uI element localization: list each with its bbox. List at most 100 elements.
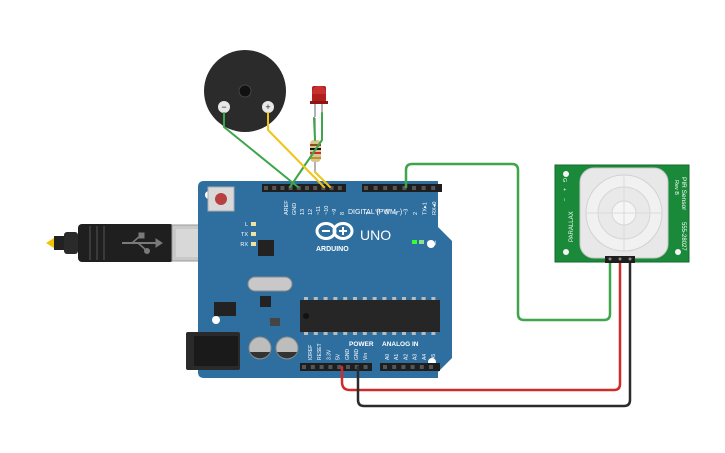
pin-label: ~11 bbox=[316, 206, 322, 215]
pir-part: 555-28027 bbox=[680, 222, 686, 251]
header-socket[interactable] bbox=[288, 186, 293, 190]
header-socket[interactable] bbox=[383, 186, 388, 190]
header-socket[interactable] bbox=[373, 186, 378, 190]
header-socket[interactable] bbox=[364, 186, 368, 190]
wire-led-gnd bbox=[289, 112, 323, 188]
atmega-chip bbox=[300, 300, 440, 332]
header-socket[interactable] bbox=[392, 186, 397, 190]
header-socket[interactable] bbox=[321, 186, 326, 190]
header-socket[interactable] bbox=[272, 186, 277, 190]
wire-pir-ground bbox=[356, 260, 632, 408]
header-socket[interactable] bbox=[305, 186, 309, 190]
brand-label: ARDUINO bbox=[316, 246, 349, 253]
header-socket[interactable] bbox=[313, 186, 318, 190]
pin-label: A4 bbox=[422, 354, 428, 360]
pin-label: Vin bbox=[363, 353, 369, 360]
header-socket[interactable] bbox=[337, 186, 342, 190]
pir-rev: Rev B bbox=[673, 180, 679, 195]
header-socket[interactable] bbox=[410, 365, 415, 369]
wire-buzzer-gnd bbox=[223, 112, 299, 188]
header-socket[interactable] bbox=[363, 365, 368, 369]
wire-buzzer-signal bbox=[267, 112, 325, 188]
header-socket[interactable] bbox=[319, 365, 324, 369]
pin-label: 12 bbox=[308, 209, 314, 215]
analog-label: ANALOG IN bbox=[382, 341, 419, 348]
pin-label: 3.3V bbox=[326, 349, 332, 360]
model-label: UNO bbox=[360, 227, 391, 243]
pin-label: 7 bbox=[366, 212, 372, 215]
header-socket[interactable] bbox=[383, 365, 387, 369]
pin-label: TX▸1 bbox=[422, 202, 428, 215]
usb-chip bbox=[258, 240, 274, 256]
header-socket[interactable] bbox=[421, 186, 426, 190]
reset-button[interactable] bbox=[207, 186, 235, 212]
on-label: ON bbox=[427, 241, 436, 247]
pin-label: 13 bbox=[300, 209, 306, 215]
indicator-led bbox=[251, 232, 256, 236]
buzzer-plus-label: + bbox=[265, 102, 270, 112]
arduino-logo-icon bbox=[315, 222, 354, 240]
pin-label: A0 bbox=[385, 354, 391, 360]
header-socket[interactable] bbox=[401, 365, 406, 369]
pin-label: GND bbox=[292, 203, 298, 215]
pin-label: A2 bbox=[403, 354, 409, 360]
header-socket[interactable] bbox=[337, 365, 342, 369]
header-socket[interactable] bbox=[328, 365, 333, 369]
pin-label: A1 bbox=[394, 354, 400, 360]
usb-icon bbox=[122, 232, 163, 254]
pin-label: 4 bbox=[394, 212, 400, 215]
wire-led-resistor bbox=[313, 117, 316, 141]
header-socket[interactable] bbox=[280, 186, 285, 190]
pin-label: ~5 bbox=[385, 209, 391, 215]
header-socket[interactable] bbox=[429, 365, 433, 369]
usb-cable-tip bbox=[46, 238, 54, 248]
header-socket[interactable] bbox=[310, 365, 315, 369]
pir-pin-label: G bbox=[561, 178, 567, 182]
pin-label: A3 bbox=[413, 354, 419, 360]
indicator-label: RX bbox=[240, 242, 248, 248]
pin-label: AREF bbox=[284, 200, 290, 215]
header-socket[interactable] bbox=[264, 186, 268, 190]
pin-label: 2 bbox=[413, 212, 419, 215]
header-socket[interactable] bbox=[402, 186, 407, 190]
header-socket[interactable] bbox=[329, 186, 334, 190]
power-header bbox=[300, 363, 372, 371]
pin-label: ~3 bbox=[404, 209, 410, 215]
indicator-label: L bbox=[245, 222, 248, 228]
pin-label: IOREF bbox=[308, 345, 314, 360]
pir-sensor: PIR Sensor Rev B 555-28027 PARALLAX G + − bbox=[554, 164, 690, 263]
header-socket[interactable] bbox=[296, 186, 301, 190]
wire-resistor-pin bbox=[314, 171, 331, 188]
pin-label: ~6 bbox=[375, 209, 381, 215]
pin-label: ~10 bbox=[324, 206, 330, 215]
digital-header-left bbox=[262, 184, 346, 192]
header-socket[interactable] bbox=[419, 365, 424, 369]
pin-label: GND bbox=[345, 349, 351, 361]
pir-brand: PARALLAX bbox=[569, 211, 575, 242]
header-socket[interactable] bbox=[392, 365, 397, 369]
header-socket[interactable] bbox=[302, 365, 306, 369]
pin-label: 8 bbox=[340, 212, 346, 215]
pin-label: 5V bbox=[336, 353, 342, 360]
pin-label: GND bbox=[354, 349, 360, 361]
digital-label: DIGITAL (PWM~) bbox=[348, 209, 402, 216]
pir-title: PIR Sensor bbox=[680, 177, 687, 211]
wire-pir-signal bbox=[404, 162, 612, 322]
digital-header-right bbox=[362, 184, 442, 192]
pin-label: ~9 bbox=[332, 209, 338, 215]
header-socket[interactable] bbox=[412, 186, 416, 190]
header-socket[interactable] bbox=[346, 365, 350, 369]
red-led bbox=[310, 86, 328, 117]
header-socket[interactable] bbox=[431, 186, 436, 190]
pir-pin-label: − bbox=[561, 198, 567, 201]
pir-pin-label: + bbox=[561, 188, 567, 191]
indicator-label: TX bbox=[241, 232, 248, 238]
pin-label: A5 bbox=[431, 354, 437, 360]
power-label: POWER bbox=[349, 341, 374, 348]
pin-label: RESET bbox=[317, 343, 323, 360]
analog-header bbox=[380, 363, 440, 371]
indicator-led bbox=[251, 242, 256, 246]
wire-pir-power bbox=[340, 260, 622, 392]
